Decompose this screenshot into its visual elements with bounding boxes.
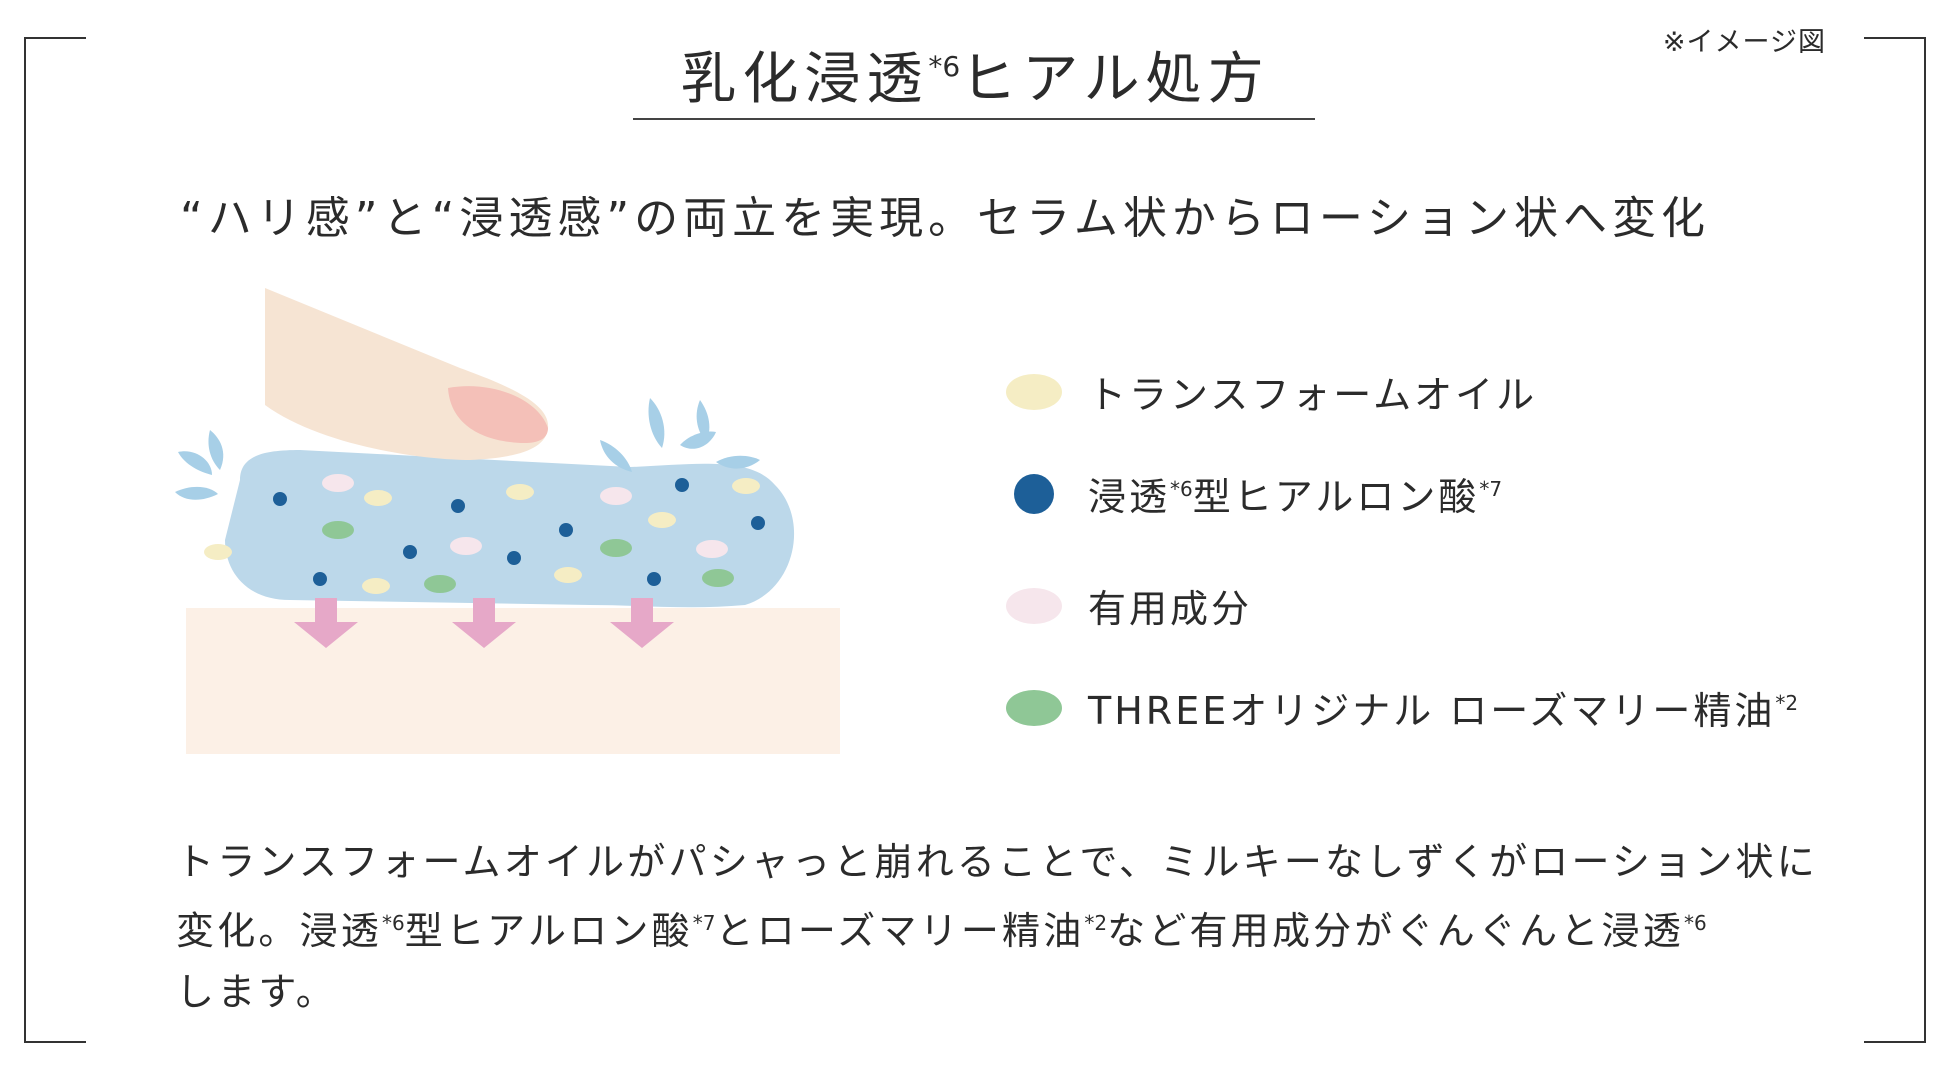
- legend-item-oil: トランスフォームオイル: [1006, 364, 1537, 419]
- description-text: など有用成分がぐんぐんと浸透: [1107, 909, 1684, 953]
- splash-left-icon: [175, 430, 224, 500]
- splash-right-icon: [600, 398, 760, 472]
- legend-footnote: *6: [1170, 477, 1193, 501]
- description-text: 型ヒアルロン酸: [404, 909, 693, 953]
- legend-label-part: THREEオリジナル ローズマリー精油: [1088, 689, 1776, 733]
- legend-label: トランスフォームオイル: [1088, 373, 1538, 417]
- frame-top-left: [24, 37, 86, 39]
- title-underline: [633, 118, 1315, 120]
- description-line-1: トランスフォームオイルがパシャっと崩れることで、ミルキーなしずくがローション状に: [176, 840, 1818, 884]
- frame-bottom-left: [24, 1041, 86, 1043]
- legend-label-part: 浸透: [1088, 475, 1171, 519]
- description-line-3: します。: [176, 970, 338, 1014]
- serum-drop: [225, 450, 795, 608]
- title-main: 乳化浸透: [680, 47, 929, 112]
- active-particles: [322, 474, 728, 558]
- description-text: 変化。浸透: [176, 909, 383, 953]
- legend-label: THREEオリジナル ローズマリー精油*2: [1088, 680, 1798, 735]
- description-footnote: *2: [1084, 911, 1108, 935]
- legend-footnote: *2: [1775, 691, 1799, 715]
- hyaluronic-particles: [273, 478, 765, 586]
- legend-swatch-rosemary: [1006, 689, 1062, 726]
- frame-bottom-right: [1864, 1041, 1926, 1043]
- subtitle: “ハリ感”と“浸透感”の両立を実現。セラム状からローション状へ変化: [180, 193, 1710, 244]
- rosemary-particles: [322, 521, 734, 593]
- title-footnote: *6: [928, 50, 961, 83]
- frame-top-right: [1864, 37, 1926, 39]
- legend-swatch-hyaluronic: [1014, 473, 1054, 514]
- legend-swatch-oil: [1006, 373, 1062, 410]
- frame-left: [24, 37, 26, 1043]
- description-footnote: *6: [382, 911, 405, 935]
- fingernail: [448, 386, 548, 444]
- oil-particles: [204, 478, 760, 594]
- legend-item-rosemary: THREEオリジナル ローズマリー精油*2: [1006, 680, 1798, 735]
- description-text: とローズマリー精油: [715, 909, 1085, 953]
- image-note: ※イメージ図: [1662, 27, 1826, 58]
- title-rest: ヒアル処方: [960, 47, 1270, 112]
- penetration-arrows: [294, 598, 674, 648]
- description-line-2: 変化。浸透*6型ヒアルロン酸*7とローズマリー精油*2など有用成分がぐんぐんと浸…: [176, 893, 1816, 962]
- legend-swatch-active: [1006, 587, 1062, 624]
- description-footnote: *6: [1683, 911, 1707, 935]
- legend-item-hyaluronic: 浸透*6型ヒアルロン酸*7: [1006, 466, 1502, 521]
- skin-layer: [186, 608, 840, 754]
- description: トランスフォームオイルがパシャっと崩れることで、ミルキーなしずくがローション状に…: [176, 832, 1816, 1023]
- legend-item-active: 有用成分: [1006, 578, 1252, 633]
- legend-label: 浸透*6型ヒアルロン酸*7: [1088, 466, 1502, 521]
- legend-label: 有用成分: [1088, 587, 1253, 631]
- formula-illustration: [175, 288, 840, 754]
- legend-label-part: 型ヒアルロン酸: [1192, 475, 1480, 519]
- page-title: 乳化浸透*6ヒアル処方: [0, 34, 1950, 115]
- description-footnote: *7: [692, 911, 716, 935]
- frame-right: [1924, 37, 1926, 1043]
- legend-footnote: *7: [1479, 477, 1503, 501]
